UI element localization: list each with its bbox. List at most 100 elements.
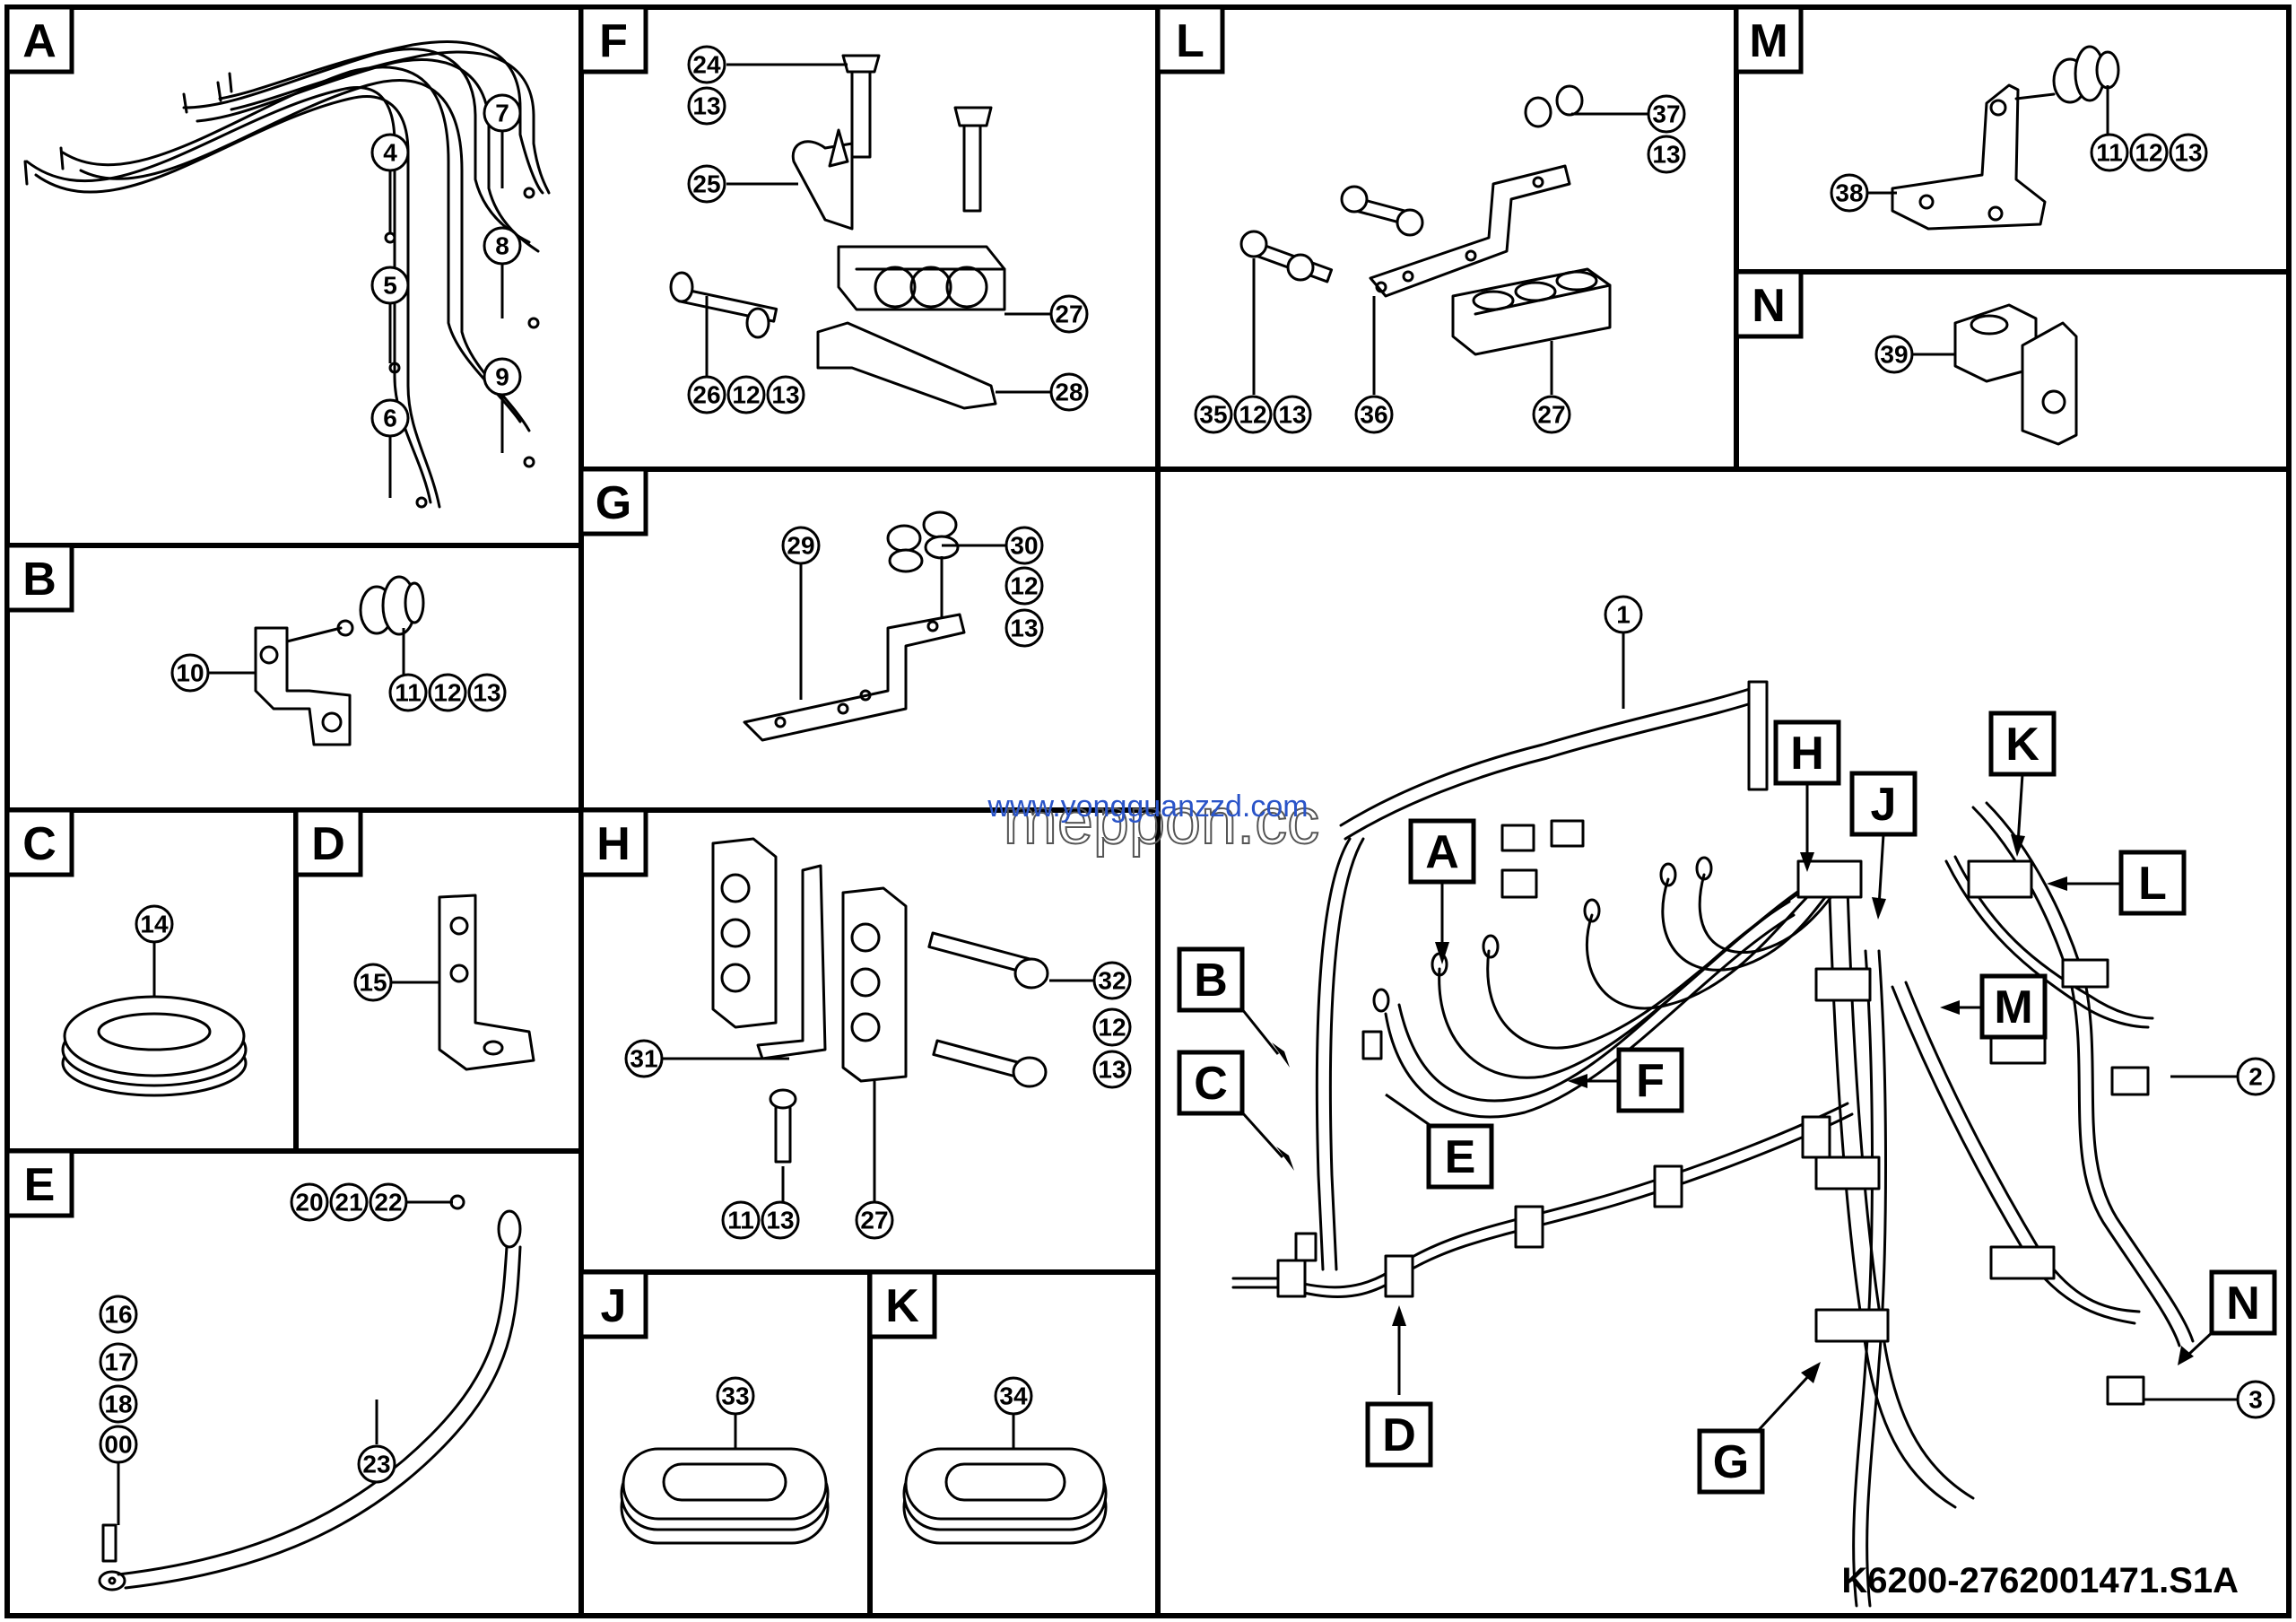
callout-11: 11 xyxy=(721,1200,761,1240)
callout-13: 13 xyxy=(1273,395,1312,434)
panel-d-angle-bracket: 15 xyxy=(353,894,535,1071)
view-label-b: B xyxy=(1177,946,1245,1013)
panel-label-b: B xyxy=(4,543,74,613)
callout-00: 00 xyxy=(99,1425,138,1464)
svg-text:J: J xyxy=(601,1280,627,1332)
svg-text:27: 27 xyxy=(1537,401,1565,429)
panel-letter-tabs: A B C D E F G H J K L M N xyxy=(4,4,1804,1339)
callout-29: 29 xyxy=(781,526,821,565)
callout-13: 13 xyxy=(1004,608,1044,648)
svg-text:32: 32 xyxy=(1098,967,1126,995)
svg-text:13: 13 xyxy=(473,679,500,707)
svg-text:9: 9 xyxy=(495,363,509,391)
svg-text:D: D xyxy=(311,818,345,870)
callout-30: 30 xyxy=(1004,526,1044,565)
callout-12: 12 xyxy=(2129,133,2169,172)
svg-text:12: 12 xyxy=(732,381,760,409)
panel-h-clamp-blocks xyxy=(711,837,1049,1164)
panel-f-clamp-assembly xyxy=(669,54,1006,410)
callout-35: 35 xyxy=(1194,395,1233,434)
callout-27: 27 xyxy=(1532,395,1571,434)
view-label-j: J xyxy=(1849,771,1918,837)
svg-text:A: A xyxy=(1425,826,1459,878)
svg-text:5: 5 xyxy=(383,272,397,300)
svg-text:C: C xyxy=(1194,1058,1228,1110)
svg-text:17: 17 xyxy=(104,1348,132,1376)
view-label-h: H xyxy=(1773,719,1841,786)
svg-text:12: 12 xyxy=(1098,1014,1126,1042)
svg-text:36: 36 xyxy=(1360,401,1387,429)
callout-16: 16 xyxy=(99,1295,138,1334)
svg-text:34: 34 xyxy=(999,1382,1028,1410)
callout-9: 9 xyxy=(483,357,522,397)
callout-5: 5 xyxy=(370,266,410,305)
panel-a-cable-bundle xyxy=(23,40,551,509)
callout-23: 23 xyxy=(357,1444,396,1484)
panel-j-oval-grommet: 33 xyxy=(620,1376,830,1545)
svg-text:24: 24 xyxy=(692,51,721,79)
panel-b-bracket xyxy=(254,575,425,746)
svg-text:28: 28 xyxy=(1055,379,1083,406)
svg-text:23: 23 xyxy=(362,1451,390,1478)
callout-8: 8 xyxy=(483,226,522,266)
callout-13: 13 xyxy=(467,673,507,712)
callout-13: 13 xyxy=(687,86,726,126)
callout-17: 17 xyxy=(99,1342,138,1382)
svg-text:1: 1 xyxy=(1616,601,1631,629)
svg-text:29: 29 xyxy=(787,532,814,560)
callout-26: 26 xyxy=(687,375,726,414)
view-label-a: A xyxy=(1408,818,1476,885)
callout-2: 2 xyxy=(2236,1057,2275,1096)
svg-text:G: G xyxy=(1713,1436,1749,1488)
panel-label-c: C xyxy=(4,807,74,877)
panel-g-stepped-bracket: 29 30 12 13 xyxy=(743,510,1044,742)
callout-12: 12 xyxy=(1004,566,1044,606)
svg-text:13: 13 xyxy=(1010,615,1038,642)
svg-text:B: B xyxy=(1194,955,1228,1007)
svg-text:13: 13 xyxy=(766,1207,794,1234)
svg-text:20: 20 xyxy=(295,1189,323,1216)
callout-6: 6 xyxy=(370,398,410,438)
panel-k-oval-grommet: 34 xyxy=(902,1376,1108,1545)
panel-label-g: G xyxy=(578,467,648,536)
panel-label-m: M xyxy=(1734,4,1804,74)
svg-text:N: N xyxy=(1752,280,1786,332)
panel-a-callouts: 4 5 6 7 8 9 xyxy=(370,93,522,498)
callout-13: 13 xyxy=(766,375,805,414)
callout-28: 28 xyxy=(1049,372,1089,412)
svg-text:B: B xyxy=(22,554,57,606)
panel-label-h: H xyxy=(578,807,648,877)
svg-text:27: 27 xyxy=(860,1207,888,1234)
svg-text:25: 25 xyxy=(692,170,720,198)
svg-text:11: 11 xyxy=(727,1207,754,1234)
svg-text:F: F xyxy=(599,15,628,67)
panel-m-bracket: 38 11 12 13 xyxy=(1830,45,2208,231)
callout-4: 4 xyxy=(370,133,410,172)
panel-e-callouts: 20 21 22 16 17 18 00 23 xyxy=(99,1182,453,1525)
callout-20: 20 xyxy=(290,1182,329,1222)
svg-text:L: L xyxy=(1176,15,1205,67)
callout-12: 12 xyxy=(726,375,766,414)
panel-l-bracket-clamp xyxy=(1239,84,1612,356)
svg-text:A: A xyxy=(22,15,57,67)
panel-e-ground-strap xyxy=(98,1194,522,1591)
panel-label-n: N xyxy=(1734,269,1804,339)
panel-label-j: J xyxy=(578,1269,648,1339)
callout-11: 11 xyxy=(388,673,428,712)
svg-text:38: 38 xyxy=(1835,179,1863,207)
svg-text:K: K xyxy=(2005,719,2039,771)
panel-h-callouts: 31 32 12 13 11 13 27 xyxy=(624,961,1132,1240)
view-label-m: M xyxy=(1979,973,2048,1040)
svg-text:11: 11 xyxy=(395,679,422,707)
callout-18: 18 xyxy=(99,1384,138,1424)
svg-text:C: C xyxy=(22,818,57,870)
overview-harness-assembly xyxy=(1231,680,2195,1608)
svg-text:7: 7 xyxy=(495,100,509,127)
svg-text:M: M xyxy=(1994,981,2032,1033)
panel-label-f: F xyxy=(578,4,648,74)
svg-text:www.yongguanzzd.com: www.yongguanzzd.com xyxy=(987,789,1308,824)
callout-13: 13 xyxy=(2169,133,2208,172)
view-label-g: G xyxy=(1697,1428,1765,1495)
callout-3: 3 xyxy=(2236,1380,2275,1419)
